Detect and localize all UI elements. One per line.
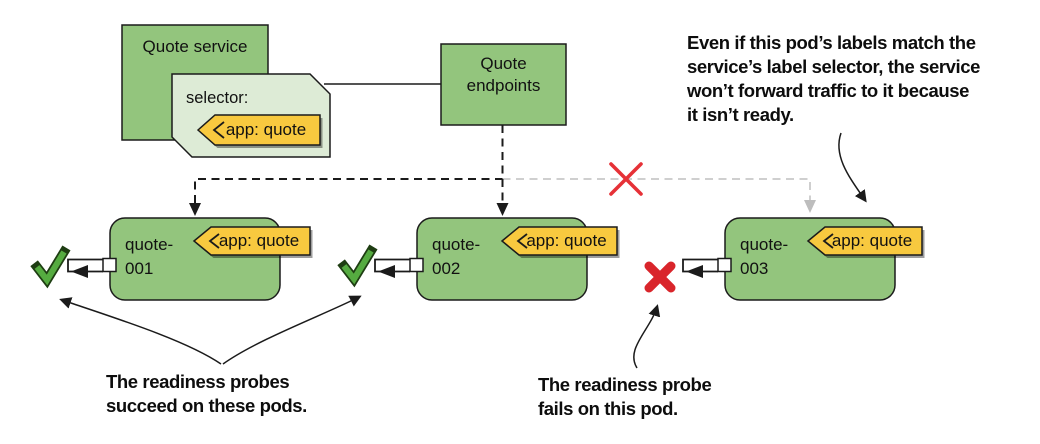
- arrow-down-icon: [496, 203, 509, 216]
- port-square-icon: [409, 257, 424, 273]
- readiness-success-check-icon-pod1: [30, 245, 71, 289]
- arrow-left-icon: [686, 265, 703, 278]
- annotation-arrow-check1: [59, 297, 222, 365]
- pod1-name: quote- 001: [125, 235, 174, 278]
- annotation-arrow-top-right: [838, 132, 867, 203]
- readiness-probe-pod2: [374, 257, 424, 278]
- dashed-link-pod3-gray: [502, 178, 811, 201]
- quote-endpoints-box: [440, 43, 567, 126]
- selector-tag-label: app: quote: [225, 120, 307, 139]
- arrow-left-icon: [71, 265, 88, 278]
- broken-link-cross-icon: [609, 162, 643, 196]
- selector-label: selector:: [186, 89, 249, 107]
- annotation-arrow-check2: [222, 295, 362, 365]
- readiness-success-check-icon-pod2: [337, 244, 378, 288]
- gray-arrow-down-icon: [804, 200, 816, 213]
- tag-chevron-icon: [212, 121, 225, 139]
- annotation-probes-succeed: The readiness probes succeed on these po…: [106, 371, 307, 416]
- selector-tag-icon: [196, 114, 323, 148]
- annotation-not-ready: Even if this pod’s labels match the serv…: [687, 32, 981, 125]
- pod2-tag-label: app: quote: [526, 231, 607, 250]
- annotation-probe-fails: The readiness probe fails on this pod.: [538, 374, 712, 419]
- pod2-name: quote- 002: [432, 235, 481, 278]
- pod1-tag-label: app: quote: [218, 231, 300, 250]
- tag-chevron-icon: [516, 233, 528, 249]
- quote-service-label: Quote service: [142, 37, 248, 56]
- tag-chevron-icon: [822, 233, 834, 249]
- readiness-probe-pod3: [682, 257, 732, 278]
- dashed-link-pod1: [194, 178, 503, 203]
- annotation-arrow-cross: [633, 304, 661, 369]
- pod1-tag-icon: [192, 226, 313, 258]
- tag-chevron-icon: [208, 233, 220, 249]
- pod2-tag-icon: [500, 226, 620, 258]
- arrow-left-icon: [378, 265, 395, 278]
- readiness-probe-pod1: [67, 257, 117, 278]
- readiness-failure-cross-icon: [644, 261, 676, 293]
- pod3-tag-label: app: quote: [831, 231, 913, 250]
- port-square-icon: [717, 257, 732, 273]
- arrow-down-icon: [189, 203, 201, 216]
- port-square-icon: [102, 257, 117, 273]
- pod3-name: quote- 003: [740, 235, 789, 278]
- quote-endpoints-label: Quote endpoints: [466, 54, 541, 95]
- pod3-tag-icon: [806, 226, 925, 258]
